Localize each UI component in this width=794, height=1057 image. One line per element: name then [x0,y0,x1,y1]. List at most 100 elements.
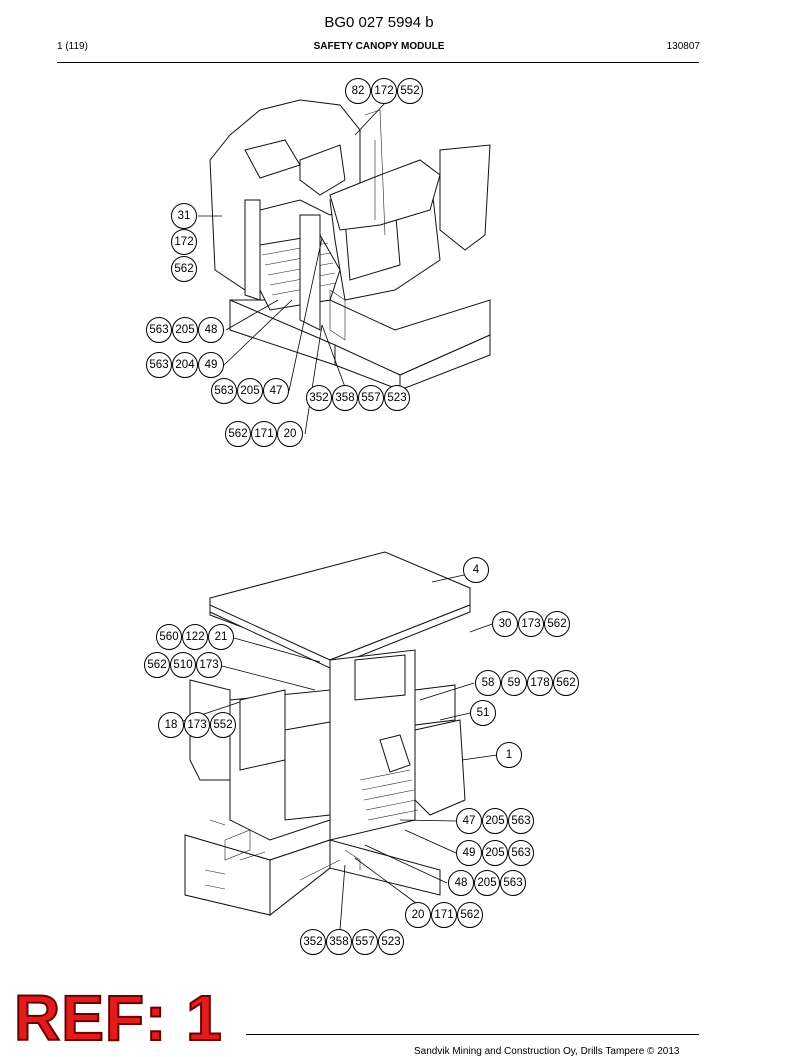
callout-circle [508,808,534,834]
callout-circle [463,557,489,583]
callout-number: 563 [214,385,233,397]
callout-number: 172 [374,85,393,97]
callout-number: 563 [149,359,168,371]
callout-number: 205 [485,815,504,827]
callout-circle [358,385,384,411]
callout-number: 510 [173,659,192,671]
callout-circle [198,317,224,343]
callout-number: 358 [329,936,348,948]
document-title: SAFETY CANOPY MODULE [313,41,445,52]
page-number: 1 (119) [57,41,88,52]
callout-group: 562 171 20 [225,421,303,447]
callout-group: 49 205 563 [456,840,534,866]
callout-number: 171 [254,428,273,440]
callout-circle [352,929,378,955]
callout-number: 563 [149,324,168,336]
callout-number: 562 [174,263,193,275]
callout-number: 51 [477,707,490,719]
top-leaders [198,102,386,435]
callout-circle [263,378,289,404]
callout-number: 562 [147,659,166,671]
callout-group: 562 [171,256,197,282]
callout-circle [237,378,263,404]
callout-number: 173 [521,618,540,630]
callout-circle [158,712,184,738]
callout-number: 557 [355,936,374,948]
callout-number: 20 [412,909,425,921]
callout-circle [225,421,251,447]
callout-circle [345,78,371,104]
callout-circle [171,256,197,282]
callout-number: 171 [434,909,453,921]
callout-circle [456,840,482,866]
callout-circle [470,700,496,726]
callout-number: 562 [228,428,247,440]
callout-circle [306,385,332,411]
callout-circle [198,352,224,378]
callout-number: 58 [482,677,495,689]
callout-number: 4 [473,564,480,576]
callout-number: 205 [175,324,194,336]
callout-circle [182,624,208,650]
callout-number: 173 [187,719,206,731]
callout-circle [501,670,527,696]
callout-number: 18 [165,719,178,731]
callout-number: 21 [215,631,228,643]
callout-group: 1 [496,742,522,768]
callout-number: 562 [556,677,575,689]
callout-circle [146,317,172,343]
callout-number: 122 [185,631,204,643]
callout-number: 48 [205,324,218,336]
callout-circle [431,902,457,928]
callout-number: 562 [547,618,566,630]
callout-circle [384,385,410,411]
callout-circle [508,840,534,866]
callout-group: 4 [463,557,489,583]
callout-number: 523 [387,392,406,404]
callout-circle [405,902,431,928]
callout-number: 552 [213,719,232,731]
callout-number: 560 [159,631,178,643]
callout-circle [553,670,579,696]
callout-circle [544,611,570,637]
callout-number: 557 [361,392,380,404]
ref-stamp: REF: 1 [13,982,223,1054]
callout-number: 205 [485,847,504,859]
callout-circle [300,929,326,955]
bottom-assembly-illustration [184,551,471,917]
callout-number: 205 [477,877,496,889]
callout-number: 48 [455,877,468,889]
footer-copyright: Sandvik Mining and Construction Oy, Dril… [414,1046,680,1057]
document-code: BG0 027 5994 b [324,14,434,31]
callout-number: 20 [284,428,297,440]
callout-number: 172 [174,236,193,248]
callout-circle [448,870,474,896]
callout-number: 49 [463,847,476,859]
top-assembly-illustration [209,99,491,391]
callout-number: 563 [511,847,530,859]
callout-circle [156,624,182,650]
callout-circle [527,670,553,696]
callout-circle [146,352,172,378]
callout-group: 31 [171,203,197,229]
callout-circle [208,624,234,650]
callout-number: 352 [303,936,322,948]
document-date: 130807 [666,41,700,52]
callout-group: 560 122 21 [156,624,234,650]
callout-circle [492,611,518,637]
callout-number: 1 [506,749,512,761]
callout-number: 82 [352,85,365,97]
callout-circle [326,929,352,955]
callout-number: 173 [199,659,218,671]
callout-number: 49 [205,359,218,371]
callout-number: 59 [508,677,521,689]
